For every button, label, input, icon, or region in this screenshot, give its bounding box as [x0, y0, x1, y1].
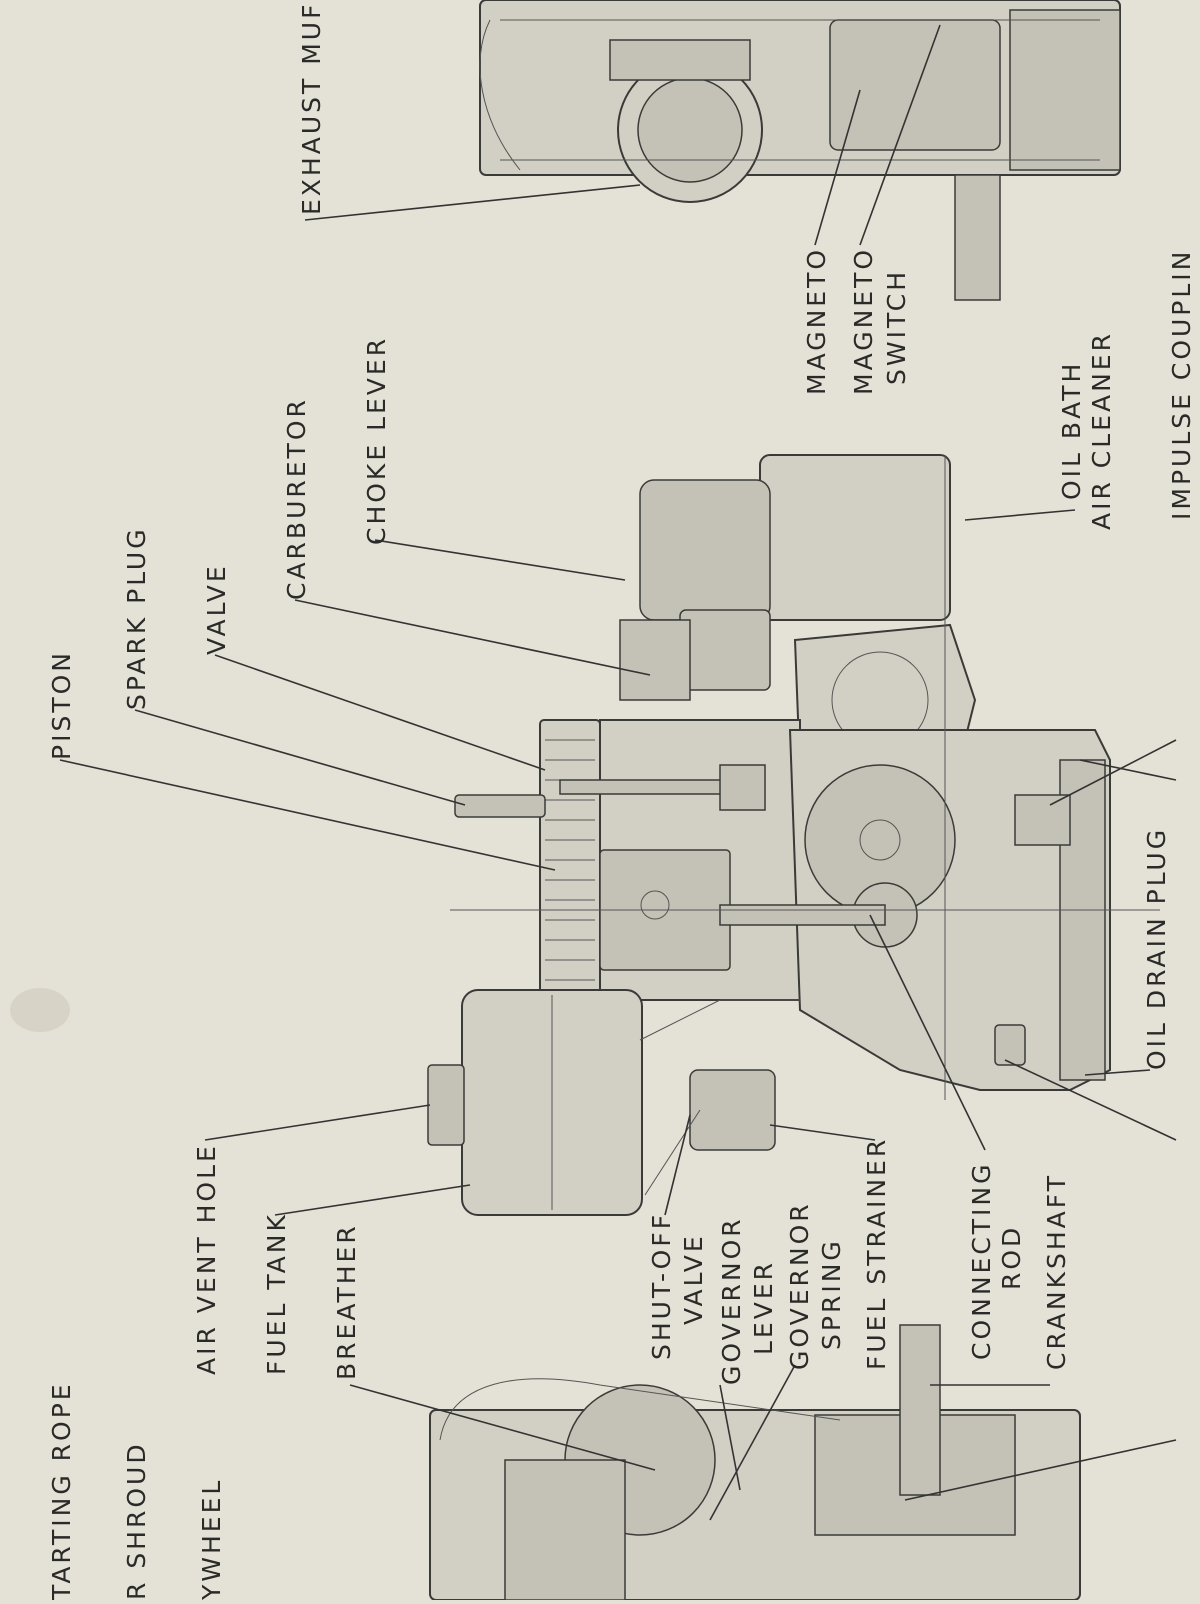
label-choke-lever: CHOKE LEVER: [362, 336, 391, 545]
label-governor-spring-1: GOVERNOR: [785, 1201, 814, 1370]
label-connecting-rod-2: ROD: [997, 1225, 1026, 1290]
label-oil-drain-plug: OIL DRAIN PLUG: [1142, 827, 1171, 1070]
label-piston: PISTON: [47, 650, 76, 760]
lower-engine-view: [429, 1324, 1081, 1601]
label-impulse-coupling: IMPULSE COUPLIN: [1167, 249, 1196, 520]
label-valve: VALVE: [202, 563, 231, 655]
label-governor-spring-2: SPRING: [817, 1238, 846, 1350]
label-magneto: MAGNETO: [802, 247, 831, 395]
label-oil-bath-2: AIR CLEANER: [1087, 331, 1116, 530]
label-governor-lever-1: GOVERNOR: [717, 1216, 746, 1385]
labels: PISTON SPARK PLUG VALVE CARBURETOR CHOKE…: [47, 2, 1196, 1601]
label-oil-bath-1: OIL BATH: [1057, 361, 1086, 500]
label-magneto-switch-1: MAGNETO: [849, 247, 878, 395]
label-fuel-strainer: FUEL STRAINER: [862, 1137, 891, 1370]
label-connecting-rod-1: CONNECTING: [967, 1161, 996, 1360]
label-starting-rope: TARTING ROPE: [47, 1381, 76, 1600]
label-shutoff-valve-1: SHUT-OFF: [647, 1212, 676, 1360]
fuel-tank-assembly: [427, 989, 800, 1216]
label-magneto-switch-2: SWITCH: [882, 269, 911, 385]
label-governor-lever-2: LEVER: [749, 1260, 778, 1355]
label-carburetor: CARBURETOR: [282, 397, 311, 600]
leader-lines: [59, 24, 1177, 1521]
top-engine-view: [479, 0, 1121, 301]
label-crankshaft: CRANKSHAFT: [1042, 1173, 1071, 1370]
label-shutoff-valve-2: VALVE: [679, 1233, 708, 1325]
label-flywheel: YWHEEL: [197, 1478, 226, 1600]
label-fuel-tank: FUEL TANK: [262, 1212, 291, 1375]
label-air-shroud: R SHROUD: [122, 1441, 151, 1600]
label-exhaust-muffler: EXHAUST MUF: [297, 2, 326, 215]
label-breather: BREATHER: [332, 1223, 361, 1380]
label-air-vent-hole: AIR VENT HOLE: [192, 1143, 221, 1375]
label-spark-plug: SPARK PLUG: [122, 526, 151, 710]
main-engine-cutaway: [450, 454, 1160, 1100]
